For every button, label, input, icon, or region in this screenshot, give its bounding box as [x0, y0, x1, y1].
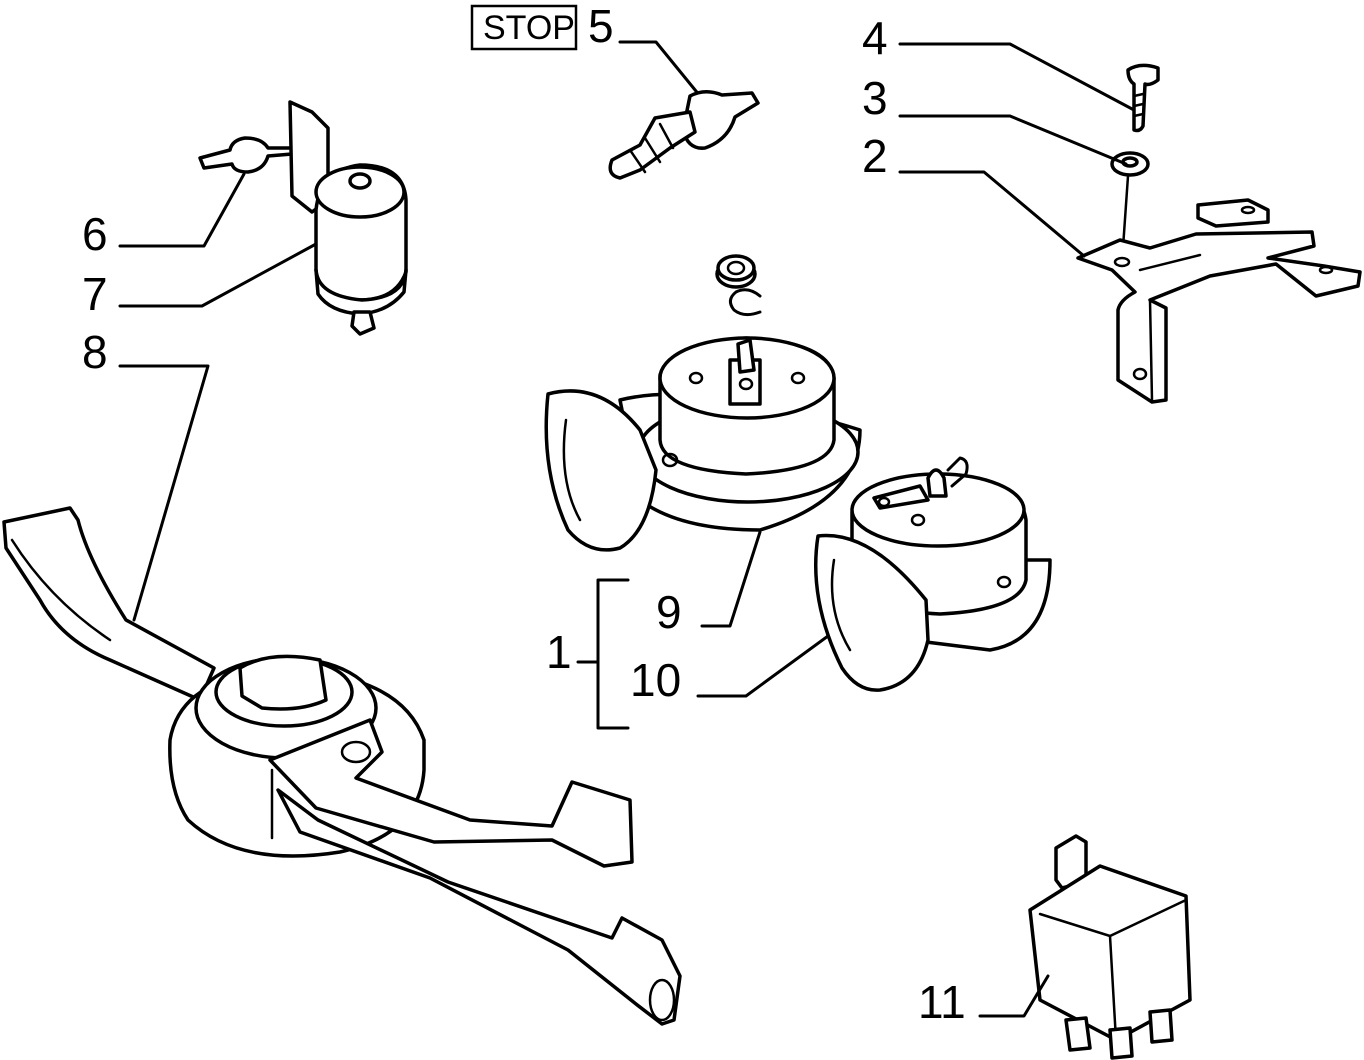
callout-8: 8	[82, 326, 108, 378]
callout-labels: 1 2 3 4 5 6 7 8 9 10 11	[82, 0, 966, 1028]
horn-9-part	[544, 254, 862, 552]
washer-part	[1110, 151, 1150, 177]
callout-9: 9	[656, 586, 682, 638]
relay-part	[1028, 834, 1192, 1060]
stop-switch-part	[608, 40, 760, 180]
bolt-part	[1126, 63, 1160, 133]
callout-5: 5	[588, 0, 614, 52]
fitting-part	[198, 136, 294, 174]
callout-11: 11	[918, 976, 966, 1028]
callout-1: 1	[546, 626, 572, 678]
stop-badge: STOP	[470, 4, 578, 51]
canister-part	[288, 100, 408, 336]
leader-lines	[118, 42, 1136, 1018]
bracket-part	[1076, 198, 1362, 404]
horn-10-part	[814, 456, 1052, 692]
callout-10: 10	[630, 654, 681, 706]
callout-6: 6	[82, 208, 108, 260]
horn-bracket-part	[2, 506, 682, 1026]
callout-7: 7	[82, 268, 108, 320]
stop-badge-text: STOP	[483, 9, 575, 47]
callout-3: 3	[862, 72, 888, 124]
callout-2: 2	[862, 130, 888, 182]
callout-4: 4	[862, 12, 888, 64]
